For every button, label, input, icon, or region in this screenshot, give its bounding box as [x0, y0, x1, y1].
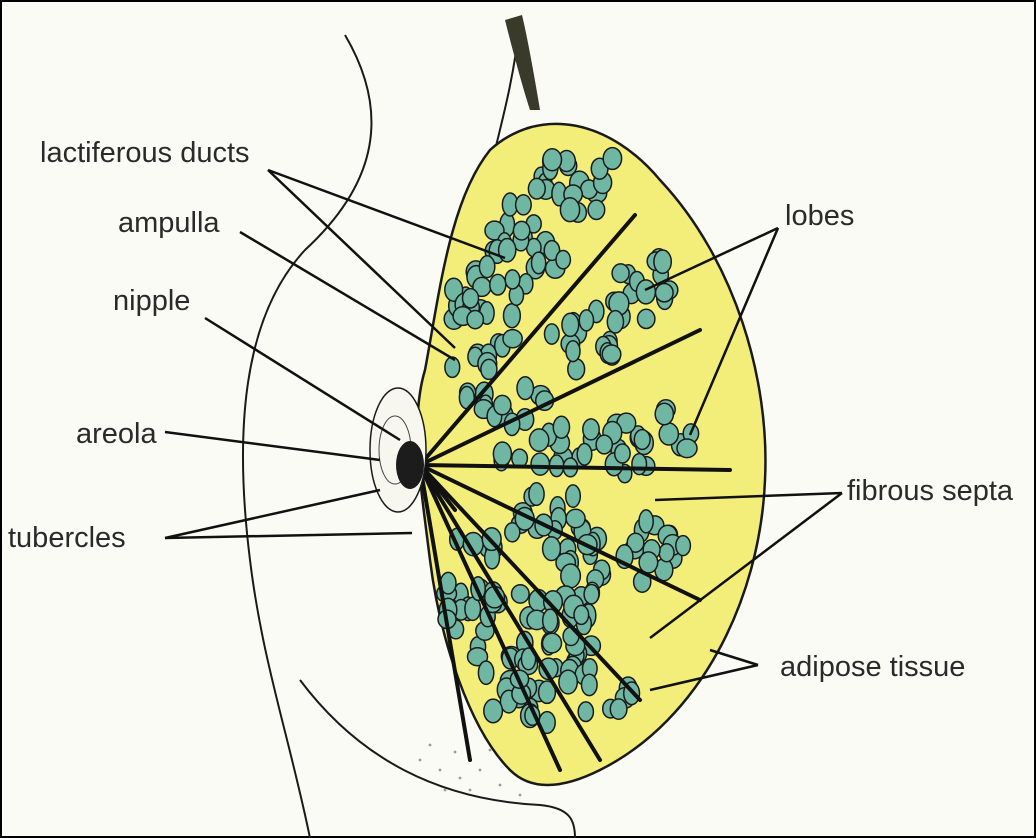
lobule-alveolus: [499, 239, 516, 262]
lobule-alveolus: [639, 510, 653, 533]
lobule-alveolus: [603, 148, 621, 170]
lobule-alveolus: [493, 442, 511, 466]
lobule-alveolus: [543, 149, 562, 171]
lobule-alveolus: [638, 309, 655, 328]
lobule-alveolus: [503, 330, 522, 348]
lobule-alveolus: [560, 198, 579, 222]
lobule-alveolus: [676, 536, 691, 556]
lobule-alveolus: [532, 252, 546, 274]
lobule-alveolus: [636, 280, 655, 304]
lobule-alveolus: [553, 416, 569, 438]
lobule-alveolus: [639, 552, 658, 573]
label-nipple: nipple: [113, 285, 190, 317]
lobule-alveolus: [659, 423, 678, 445]
lobule-alveolus: [505, 270, 520, 289]
lobule-alveolus: [529, 429, 548, 451]
nipple-shape: [396, 441, 424, 489]
lobule-alveolus: [559, 670, 577, 694]
lobule-alveolus: [566, 485, 581, 507]
label-areola: areola: [76, 418, 157, 450]
lobule-alveolus: [467, 311, 483, 329]
lobule-alveolus: [654, 250, 671, 273]
lobule-alveolus: [556, 251, 570, 269]
lobule-alveolus: [612, 264, 629, 283]
lobule-alveolus: [574, 605, 589, 624]
label-lobes: lobes: [785, 200, 854, 232]
lobule-alveolus: [659, 544, 674, 562]
lobule-alveolus: [579, 310, 593, 331]
lobule-alveolus: [583, 419, 599, 440]
lobule-alveolus: [529, 483, 544, 506]
lobule-alveolus: [494, 395, 511, 414]
lobule-alveolus: [490, 274, 506, 295]
lobule-alveolus: [531, 453, 549, 475]
lobule-alveolus: [566, 509, 585, 527]
lobule-alveolus: [588, 200, 605, 219]
lobule-alveolus: [610, 699, 627, 719]
lobule-alveolus: [596, 435, 612, 454]
lobule-alveolus: [463, 289, 479, 308]
lobule-alveolus: [568, 359, 585, 380]
lobule-alveolus: [545, 324, 560, 344]
lobule-alveolus: [516, 195, 532, 215]
lobule-alveolus: [582, 674, 598, 695]
lobule-alveolus: [634, 430, 650, 450]
label-fibrous-septa: fibrous septa: [847, 475, 1014, 507]
lobule-alveolus: [562, 313, 579, 336]
lobule-alveolus: [607, 311, 623, 333]
lobule-alveolus: [584, 585, 599, 604]
lobule-alveolus: [632, 454, 647, 475]
lobule-alveolus: [655, 403, 673, 425]
lobule-alveolus: [517, 377, 533, 400]
lobule-alveolus: [513, 221, 529, 240]
lobule-alveolus: [479, 256, 494, 278]
lobule-alveolus: [577, 444, 592, 466]
lobule-alveolus: [602, 345, 621, 363]
lobule-alveolus: [578, 702, 593, 722]
lobule-alveolus: [656, 284, 674, 302]
lobule-alveolus: [445, 357, 460, 377]
lobule-alveolus: [566, 341, 580, 362]
lobule-alveolus: [478, 661, 493, 684]
label-adipose-tissue: adipose tissue: [780, 651, 965, 683]
lobule-alveolus: [615, 444, 630, 463]
lobule-alveolus: [512, 585, 530, 603]
lobule-alveolus: [528, 178, 545, 199]
lobule-alveolus: [561, 564, 581, 588]
label-lactiferous-ducts: lactiferous ducts: [40, 137, 250, 169]
label-tubercles: tubercles: [8, 522, 126, 554]
lobule-alveolus: [504, 304, 521, 328]
lobule-alveolus: [677, 439, 697, 458]
label-ampulla: ampulla: [118, 207, 220, 239]
lobule-alveolus: [484, 699, 503, 723]
lobule-alveolus: [543, 633, 562, 653]
